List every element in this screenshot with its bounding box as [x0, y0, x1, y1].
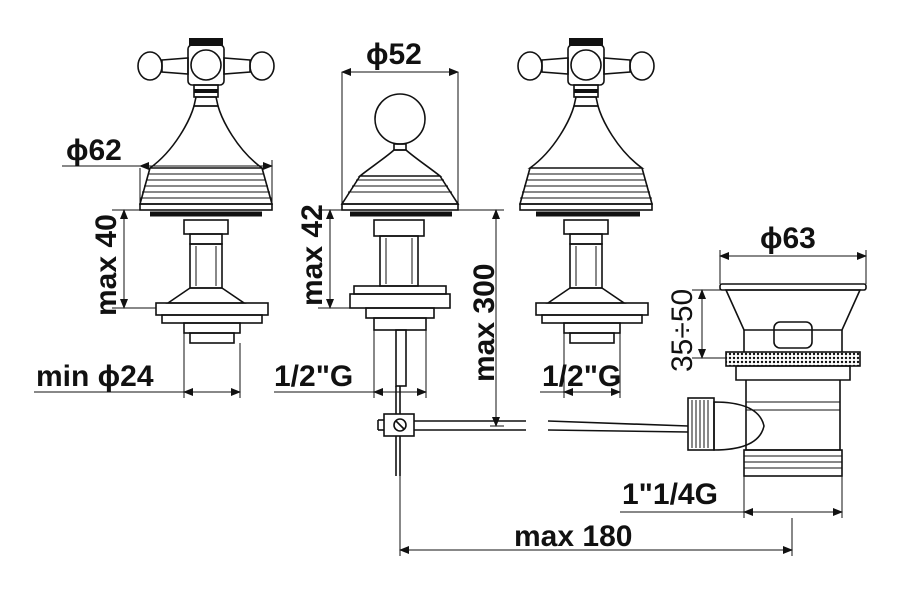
- dim-thread-waste: 1"1/4G: [620, 476, 843, 518]
- left-tap: [137, 38, 275, 344]
- dim-min-phi24: min ϕ24: [34, 333, 241, 398]
- dim-max300-label: max 300: [468, 264, 501, 382]
- waste-plug-cap: [719, 283, 867, 291]
- dim-max40-label: max 40: [90, 214, 123, 316]
- left-bell-body: [138, 96, 274, 211]
- dim-phi63: ϕ63: [719, 222, 867, 284]
- waste-lever-nut: [687, 397, 715, 451]
- dim-thread-waste-label: 1"1/4G: [622, 478, 718, 511]
- dim-max42: max 42: [296, 204, 350, 309]
- dim-max180-label: max 180: [514, 520, 632, 553]
- right-cross-handle: [517, 38, 655, 98]
- dim-range35-50-label: 35÷50: [666, 289, 699, 372]
- pop-up-waste: [687, 283, 867, 477]
- left-cross-handle: [137, 38, 275, 98]
- center-bell-body: [340, 175, 460, 211]
- dim-range35-50: 35÷50: [666, 289, 726, 372]
- dim-max40: max 40: [90, 209, 156, 316]
- center-spout: [340, 93, 460, 387]
- dim-min-phi24-label: min ϕ24: [36, 360, 154, 393]
- dim-phi63-label: ϕ63: [760, 222, 816, 255]
- linkage-rod: [377, 386, 689, 476]
- dim-max42-label: max 42: [296, 204, 329, 306]
- dim-thread-left-label: 1/2"G: [274, 360, 353, 393]
- dim-thread-right: 1/2"G: [540, 333, 621, 398]
- dim-thread-left: 1/2"G: [274, 330, 427, 398]
- right-tap: [517, 38, 655, 344]
- right-shank: [535, 219, 649, 344]
- center-shank: [349, 219, 451, 387]
- dim-phi52: ϕ52: [341, 38, 459, 204]
- right-bell-body: [518, 96, 654, 211]
- left-shank: [155, 219, 269, 344]
- dim-phi62: ϕ62: [62, 134, 273, 204]
- dim-max180: max 180: [399, 476, 793, 556]
- dim-thread-right-label: 1/2"G: [542, 360, 621, 393]
- dim-max300: max 300: [458, 209, 504, 427]
- pop-up-knob: [374, 93, 426, 145]
- dim-phi52-label: ϕ52: [366, 38, 422, 71]
- dim-phi62-label: ϕ62: [66, 134, 122, 167]
